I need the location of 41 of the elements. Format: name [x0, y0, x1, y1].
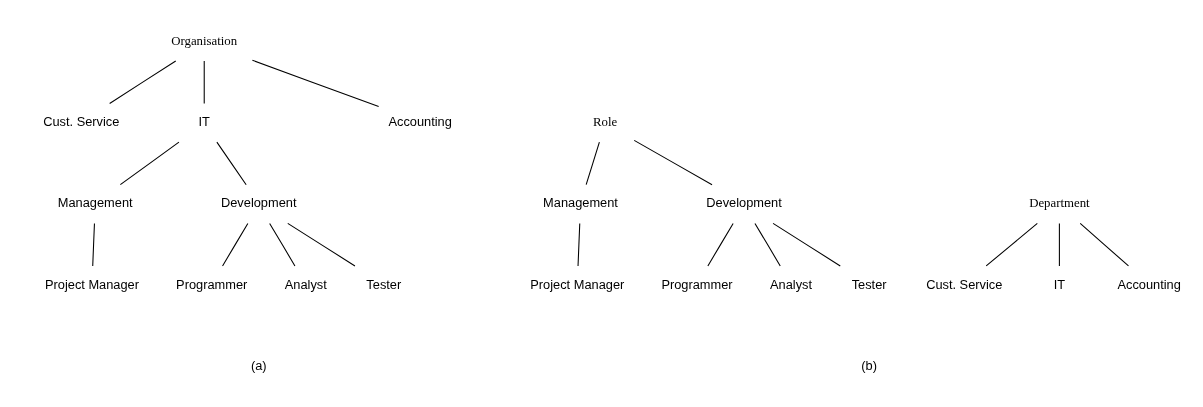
node-text: Management [57, 194, 133, 210]
node-text: Accounting [388, 113, 452, 129]
node-text: Department [1029, 195, 1090, 210]
node-text: Cust. Service [926, 276, 1003, 292]
node-text: Role [592, 114, 618, 129]
connector [585, 141, 600, 185]
label: (b) [861, 357, 877, 373]
connector [707, 222, 734, 266]
connector [985, 222, 1038, 266]
node-text: Analyst [770, 276, 813, 292]
node-text: Analyst [284, 276, 327, 292]
node-text: IT [198, 113, 210, 129]
node-text: IT [1053, 276, 1066, 292]
connector [109, 59, 177, 104]
connector [772, 222, 841, 266]
node-text: Organisation [171, 33, 238, 48]
label: (a) [250, 357, 267, 373]
connector [251, 59, 380, 107]
connector [754, 222, 781, 266]
node-text: Programmer [176, 276, 248, 292]
node-text: Project Manager [530, 276, 625, 292]
node-text: Development [706, 194, 782, 210]
node-text: Management [543, 194, 618, 210]
connector [203, 59, 205, 104]
node-text: Development [220, 194, 297, 210]
connector [633, 139, 713, 185]
connector [577, 222, 581, 266]
connector [92, 222, 95, 266]
node-text: Tester [851, 276, 887, 292]
connector [216, 141, 247, 185]
connector [287, 222, 356, 266]
connector [1079, 222, 1129, 266]
connector [119, 141, 180, 185]
connector [269, 222, 296, 266]
connector [222, 222, 249, 266]
node-text: Accounting [1117, 276, 1181, 292]
node-text: Programmer [661, 276, 733, 292]
node-text: Cust. Service [43, 113, 120, 129]
node-text: Tester [366, 276, 402, 292]
node-text: Project Manager [44, 276, 139, 292]
connector [1058, 222, 1060, 266]
